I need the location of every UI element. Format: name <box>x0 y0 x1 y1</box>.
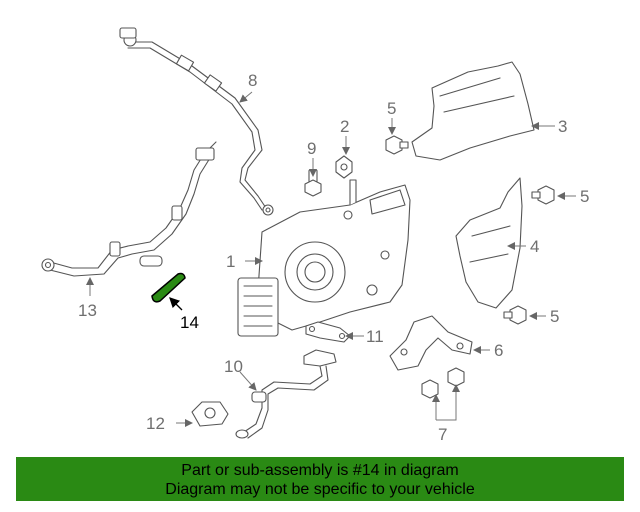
banner-line-1: Part or sub-assembly is #14 in diagram <box>181 462 459 479</box>
gasket-part-highlighted <box>151 272 186 303</box>
callout-13: 13 <box>78 301 97 320</box>
nut-part <box>335 155 353 179</box>
parts-diagram: 1 2 3 4 5 5 5 6 7 8 9 10 11 12 13 14 <box>41 27 589 444</box>
heat-shield-upper-part <box>411 61 535 161</box>
callout-3: 3 <box>558 117 567 136</box>
callout-14-highlighted: 14 <box>180 313 199 332</box>
callout-12: 12 <box>146 414 165 433</box>
callout-5-upper: 5 <box>387 99 396 118</box>
callout-10: 10 <box>224 357 243 376</box>
coolant-line-part <box>41 141 217 277</box>
oil-return-pipe-part <box>235 349 337 439</box>
callout-7: 7 <box>438 425 447 444</box>
info-banner: Part or sub-assembly is #14 in diagram D… <box>16 457 624 501</box>
bolt-part-upper <box>385 135 409 155</box>
return-pipe-gasket-part <box>191 401 229 427</box>
oil-feed-line-part <box>119 27 274 216</box>
callout-11: 11 <box>366 327 384 346</box>
banner-line-2: Diagram may not be specific to your vehi… <box>165 481 475 498</box>
leader-lines <box>86 91 576 427</box>
turbocharger-part <box>237 179 411 337</box>
bolt-part-middle <box>531 185 555 205</box>
callout-5-middle: 5 <box>580 187 589 206</box>
callout-8: 8 <box>248 71 257 90</box>
flange-gasket-part <box>305 321 351 343</box>
callout-1: 1 <box>226 252 235 271</box>
callout-6: 6 <box>494 341 503 360</box>
callout-9: 9 <box>307 139 316 158</box>
bolt-part-lower <box>503 305 527 325</box>
callout-2: 2 <box>340 117 349 136</box>
bracket-part <box>389 315 473 371</box>
callout-4: 4 <box>530 237 539 256</box>
bracket-bolt-parts <box>421 367 465 399</box>
heat-shield-lower-part <box>455 177 523 309</box>
callout-5-lower: 5 <box>550 307 559 326</box>
